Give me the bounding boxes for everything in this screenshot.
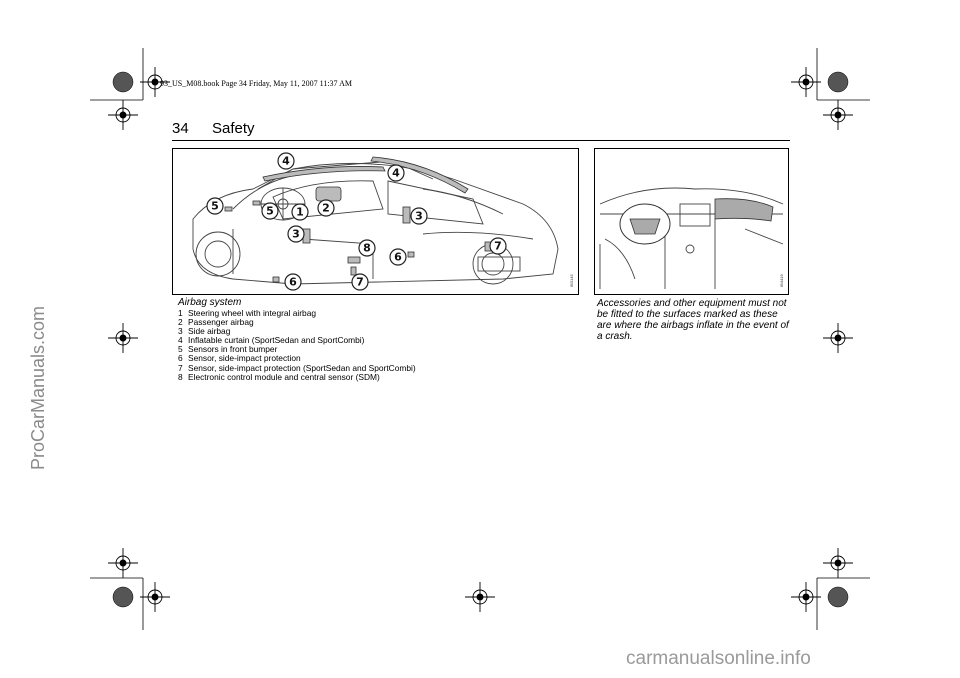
section-title: Safety	[212, 120, 255, 137]
watermark-left[interactable]: ProCarManuals.com	[28, 305, 48, 470]
dashboard-illustration	[599, 187, 784, 289]
callout-4b: 4	[392, 167, 400, 180]
callout-6b: 6	[289, 276, 297, 289]
page-number: 34	[172, 120, 189, 137]
callout-5a: 5	[211, 200, 219, 213]
callout-3b: 3	[415, 210, 423, 223]
callout-7a: 7	[494, 240, 502, 253]
callout-5b: 5	[266, 205, 274, 218]
callout-3a: 3	[292, 228, 300, 241]
callout-6a: 6	[394, 251, 402, 264]
callout-2: 2	[322, 202, 330, 215]
figure-code: IB4416	[779, 274, 784, 287]
callout-4a: 4	[282, 155, 290, 168]
callout-1: 1	[296, 206, 304, 219]
callout-8: 8	[363, 242, 371, 255]
callout-7b: 7	[356, 276, 364, 289]
car-illustration: 4 4 5 5 1 2 3 3 8 6 7 7 6	[192, 152, 559, 291]
watermark-bottom[interactable]: carmanualsonline.info	[626, 648, 811, 669]
callouts: 4 4 5 5 1 2 3 3 8 6 7 7 6	[206, 152, 507, 291]
file-info: 93_US_M08.book Page 34 Friday, May 11, 2…	[160, 79, 352, 88]
figure-caption: Airbag system	[178, 297, 242, 308]
accessory-warning-note: Accessories and other equipment must not…	[597, 298, 789, 342]
airbag-system-figure: 4 4 5 5 1 2 3 3 8 6 7 7 6 IB3145	[172, 148, 579, 295]
header-rule	[172, 140, 790, 141]
figure-code: IB3145	[569, 274, 574, 287]
dashboard-figure: IB4416	[594, 148, 789, 295]
